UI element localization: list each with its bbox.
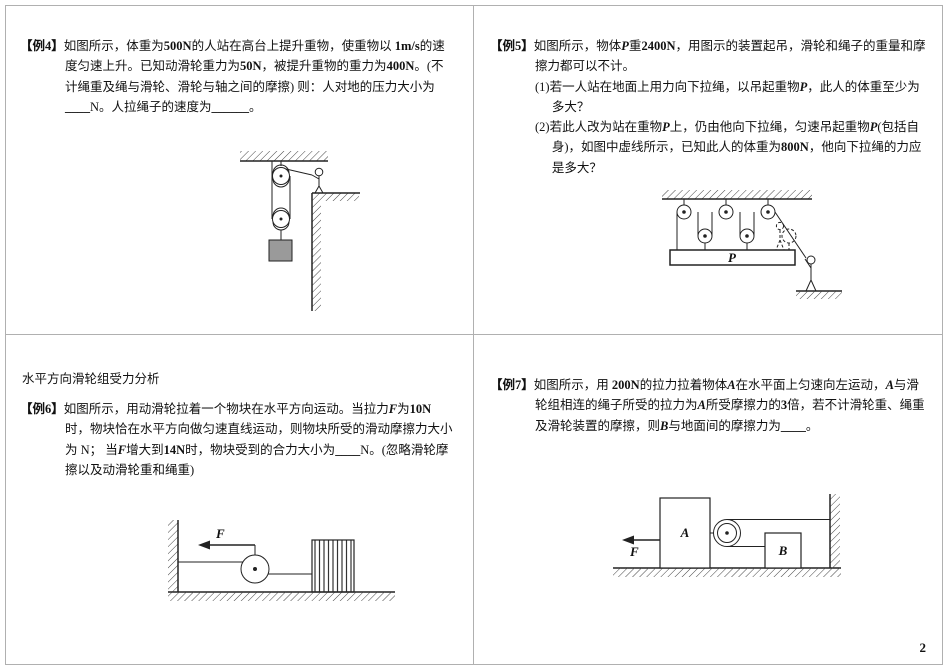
- ground: [168, 591, 395, 601]
- problem-ex6: 【例6】如图所示，用动滑轮拉着一个物块在水平方向运动。当拉力F为10N时，物块恰…: [20, 399, 453, 480]
- force-arrow: F: [198, 526, 255, 550]
- figure-ex4: [20, 147, 453, 319]
- ceiling: [240, 151, 328, 162]
- ex5-pulley-diagram: P: [662, 189, 842, 299]
- quadrant-example6: 水平方向滑轮组受力分析 【例6】如图所示，用动滑轮拉着一个物块在水平方向运动。当…: [6, 335, 474, 664]
- fixed-pulley-icon: [676, 204, 776, 220]
- problem-ex4-label: 【例4】: [20, 39, 64, 53]
- rope: [676, 198, 807, 259]
- platform-label: P: [728, 250, 737, 265]
- platform-p: P: [669, 249, 796, 266]
- block-a: A: [659, 497, 711, 569]
- problem-ex5-item1: (1)若一人站在地面上用力向下拉绳，以吊起重物P，此人的体重至少为多大？: [535, 79, 920, 114]
- quadrant-example4: 【例4】如图所示，体重为500N的人站在高台上提升重物，使重物以 1m/s的速度…: [6, 6, 474, 335]
- movable-pulley-icon: [713, 518, 741, 547]
- ex4-pulley-diagram: [240, 151, 360, 311]
- striped-block: [311, 539, 355, 593]
- quadrant-example5: 【例5】如图所示，物体P重2400N，用图示的装置起吊，滑轮和绳子的重量和摩擦力…: [474, 6, 942, 335]
- block-b: B: [764, 532, 802, 569]
- ex6-pulley-diagram: F: [168, 520, 395, 601]
- dashed-person-figure: [775, 221, 785, 250]
- movable-pulley-icon: [272, 207, 290, 240]
- figure-ex6: F: [20, 512, 453, 604]
- problem-ex6-label: 【例6】: [20, 402, 64, 416]
- problem-ex5-label: 【例5】: [490, 39, 534, 53]
- problem-ex6-text: 如图所示，用动滑轮拉着一个物块在水平方向运动。当拉力F为10N时，物块恰在水平方…: [63, 402, 453, 477]
- wall: [168, 520, 179, 592]
- person-figure: [804, 255, 817, 291]
- quadrant-example7: 【例7】如图所示，用 200N的拉力拉着物体A在水平面上匀速向左运动，A与滑轮组…: [474, 335, 942, 664]
- problem-ex5-item2: (2)若此人改为站在重物P上，仍由他向下拉绳，匀速吊起重物P(包括自身)，如图中…: [535, 120, 922, 175]
- ground: [613, 567, 841, 577]
- problem-ex7-label: 【例7】: [490, 378, 534, 392]
- page-number: 2: [919, 640, 927, 655]
- ceiling: [662, 189, 812, 200]
- wall: [829, 493, 840, 568]
- fixed-pulley-icon: [272, 164, 290, 188]
- dashed-pulley-icon: [781, 228, 797, 250]
- block-b-label: B: [778, 543, 788, 558]
- platform: [311, 192, 360, 311]
- problem-ex4-text: 如图所示，体重为500N的人站在高台上提升重物，使重物以 1m/s的速度匀速上升…: [63, 39, 445, 114]
- movable-pulley-icon: [240, 554, 270, 584]
- problem-ex5-text: 如图所示，物体P重2400N，用图示的装置起吊，滑轮和绳子的重量和摩擦力都可以不…: [533, 39, 926, 74]
- problem-ex5: 【例5】如图所示，物体P重2400N，用图示的装置起吊，滑轮和绳子的重量和摩擦力…: [490, 36, 928, 77]
- force-label: F: [629, 544, 639, 559]
- ex7-pulley-diagram: A B F: [613, 493, 841, 577]
- force-label: F: [215, 526, 225, 541]
- rope: [178, 545, 312, 575]
- section-header: 水平方向滑轮组受力分析: [22, 372, 160, 386]
- person-figure: [311, 167, 324, 194]
- movable-pulley-icon: [697, 228, 755, 250]
- problem-ex4: 【例4】如图所示，体重为500N的人站在高台上提升重物，使重物以 1m/s的速度…: [20, 36, 453, 117]
- weight-block: [268, 239, 293, 262]
- figure-ex5: P: [490, 188, 928, 303]
- force-arrow: F: [622, 535, 660, 559]
- rope: [271, 161, 313, 219]
- problem-ex7: 【例7】如图所示，用 200N的拉力拉着物体A在水平面上匀速向左运动，A与滑轮组…: [490, 375, 928, 436]
- figure-ex7: A B F: [490, 488, 928, 583]
- ground: [796, 290, 842, 299]
- block-a-label: A: [680, 525, 690, 540]
- problem-ex7-text: 如图所示，用 200N的拉力拉着物体A在水平面上匀速向左运动，A与滑轮组相连的绳…: [533, 378, 925, 433]
- worksheet-page: 【例4】如图所示，体重为500N的人站在高台上提升重物，使重物以 1m/s的速度…: [5, 5, 943, 665]
